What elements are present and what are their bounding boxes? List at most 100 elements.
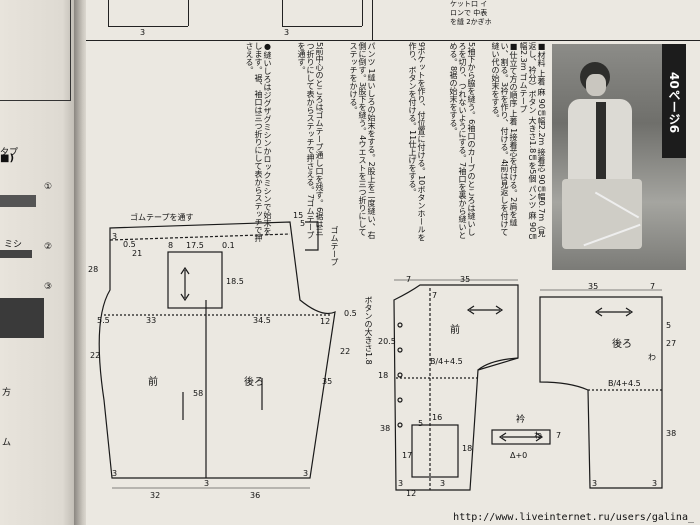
collar-fold: わ [534, 431, 542, 440]
pocket-rect [167, 251, 223, 309]
button-2 [397, 347, 403, 353]
jf-dim-b4: B/4+4.5 [430, 357, 463, 366]
top-diagram-line-1 [108, 0, 109, 26]
top-right-snippet: ケット口 イロンで 中表を縫 2かぎホ [450, 0, 492, 26]
pants-dim-01: 0.1 [222, 241, 235, 250]
pants-dim-55: 5.5 [97, 316, 110, 325]
text-column-7: ●縫いしろはジグザグミシンかロックミシンで始末をします。裾、袖口は三つ折りにして… [245, 42, 272, 242]
top-diagram-line-4 [282, 0, 283, 26]
left-label-3: 方 [2, 388, 12, 398]
top-dim-3a: 3 [140, 28, 146, 37]
pants-dim-3d: 3 [303, 469, 309, 478]
jb-dim-38: 38 [666, 429, 677, 438]
left-num-1: ① [44, 182, 53, 192]
text-column-1: ■材料 上着 麻 90㎝幅2.2m 接着芯 90㎝幅0.7m（見返し、衿分）ボタ… [520, 42, 546, 241]
top-diagram-line-3 [188, 0, 189, 26]
pocket-arrow [180, 266, 190, 302]
jf-dim-18b: 18 [462, 444, 473, 453]
collar-dim-7: 7 [556, 431, 562, 440]
jb-dim-27: 27 [666, 339, 677, 348]
pants-dim-22r: 22 [340, 347, 351, 356]
pants-dim-185: 18.5 [226, 277, 244, 286]
pants-waist-dash [109, 233, 291, 241]
pants-outline [98, 221, 336, 479]
jf-dim-5: 5 [418, 419, 424, 428]
jb-dim-3b: 3 [652, 479, 658, 488]
pants-dim-28: 28 [88, 265, 99, 274]
pants-dim-32: 32 [150, 491, 161, 500]
jacket-pocket [411, 424, 459, 478]
jf-dim-18: 18 [378, 371, 389, 380]
jf-dim-35: 35 [460, 275, 471, 284]
pants-dim-3b: 3 [112, 469, 118, 478]
top-diagram-line-5 [282, 26, 362, 27]
page-gutter [74, 0, 88, 525]
top-diagram-line-7 [372, 0, 373, 40]
jf-dim-3b: 3 [440, 479, 446, 488]
left-arrow-text: ■) [0, 153, 15, 164]
pants-side-tape [305, 221, 319, 251]
jf-dim-7: 7 [406, 275, 412, 284]
pants-dim-15: 15 [293, 211, 304, 220]
pants-dim-21: 21 [132, 249, 143, 258]
jb-dim-7: 7 [650, 282, 656, 291]
text-column-6: 5前中心のところはゴムテープ通し口を残す。6裾は三つ折りにして表からステッチで押… [297, 42, 324, 240]
jacket-front-outline [393, 284, 519, 491]
page-badge: 40ページ6 [662, 44, 686, 158]
jb-back-label: 後ろ [612, 339, 632, 350]
jb-dim-b4: B/4+4.5 [608, 379, 641, 388]
pants-dim-33: 33 [146, 316, 157, 325]
jacket-back-arrow [594, 307, 634, 317]
button-1 [397, 322, 403, 328]
pants-front-label: 前 [148, 377, 158, 388]
text-column-5: パンツ 1縫いしろの始末をする。2股上を二度縫い、右側に倒す。3股下を縫う。4ウ… [349, 42, 376, 239]
jf-dim-12: 12 [406, 489, 417, 498]
pants-top-label: ゴムテープを通す [130, 213, 194, 222]
left-page: 夕プ ミシ 方 ム ■) ① ② ③ [0, 0, 78, 525]
photo-model-face [586, 74, 606, 96]
left-page-box [0, 0, 71, 101]
left-tape-swatch-3 [0, 298, 44, 338]
model-photo: 40ページ6 [552, 44, 686, 270]
button-3 [397, 372, 403, 378]
collar-dim-delta: Δ+0 [510, 451, 528, 460]
left-tape-swatch-2 [0, 250, 32, 258]
jb-dim-35: 35 [588, 282, 599, 291]
pants-dim-345: 34.5 [253, 316, 271, 325]
button-5 [397, 422, 403, 428]
collar-label: 衿 [516, 415, 526, 425]
top-diagram-line-6 [362, 0, 363, 26]
pants-dim-175: 17.5 [186, 241, 204, 250]
pants-dim-12: 12 [320, 317, 331, 326]
pants-dim-3c: 3 [204, 479, 210, 488]
left-label-4: ム [2, 438, 12, 448]
left-label-1: 夕プ [0, 148, 19, 158]
top-diagram-line-2 [108, 26, 188, 27]
pants-dim-05b: 0.5 [344, 309, 357, 318]
button-4 [397, 397, 403, 403]
top-dim-3b: 3 [284, 28, 290, 37]
pants-dim-5: 5 [300, 219, 306, 228]
jb-dim-3: 3 [592, 479, 598, 488]
jf-dim-38: 38 [380, 424, 391, 433]
collar-arrow [498, 432, 544, 442]
pants-dim-22l: 22 [90, 351, 101, 360]
pants-back-label: 後ろ [244, 377, 264, 388]
left-num-2: ② [44, 242, 53, 252]
jf-dim-7b: 7 [432, 291, 438, 300]
photo-inner-top [596, 102, 606, 182]
jf-button-label: ボタンの大きさ1.8 [364, 296, 373, 365]
collar-rect [491, 429, 551, 445]
source-url[interactable]: http://www.liveinternet.ru/users/galina_ [453, 512, 694, 523]
jacket-front-armhole [477, 357, 519, 371]
jf-dim-3: 3 [398, 479, 404, 488]
left-label-2: ミシ [4, 240, 23, 250]
jf-dim-16: 16 [432, 413, 443, 422]
text-column-2: ■仕立て方の順序 上着 1接着芯を付ける。2肩を縫い、割る。3衿を作り、付ける。… [491, 42, 518, 237]
jb-dim-5: 5 [666, 321, 672, 330]
text-column-4: 9ポケットを作り、付位置に付ける。10ボタンホールを作り、ボタンを付ける。11仕… [408, 42, 426, 242]
pants-dim-3: 3 [112, 232, 118, 241]
jf-dim-205: 20.5 [378, 337, 396, 346]
